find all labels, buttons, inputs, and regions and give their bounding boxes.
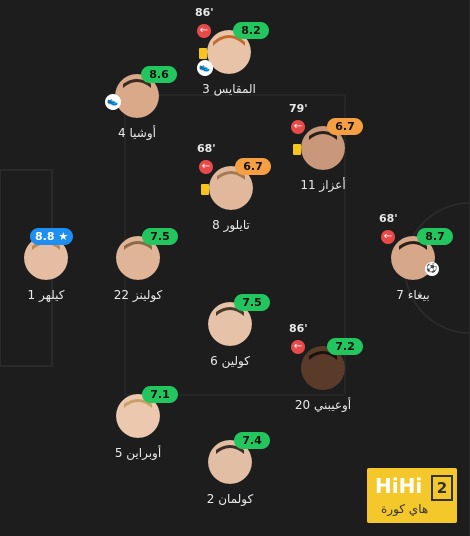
football-icon: ⚽ — [425, 262, 439, 276]
substitution-icon: ← — [197, 24, 211, 38]
player-card[interactable]: 86' ← 8.2 👟 المقايس 3 — [169, 6, 289, 96]
rating-badge: 6.7 — [235, 158, 271, 175]
player-name: كولين 6 — [210, 354, 250, 368]
player-card[interactable]: 7.1 أوبراين 5 — [78, 386, 198, 460]
avatar: 7.4 — [208, 432, 270, 484]
rating-badge: 7.2 — [327, 338, 363, 355]
player-card[interactable]: 79' ← 6.7 أعزاز 11 — [263, 102, 383, 192]
player-card[interactable]: 86' ← 7.2 أوعيبني 20 — [263, 322, 383, 412]
avatar: 86' ← 8.2 👟 — [195, 6, 269, 76]
substitution-time: 68' — [379, 212, 398, 225]
substitution-icon: ← — [381, 230, 395, 244]
rating-badge: 6.7 — [327, 118, 363, 135]
substitution-time: 86' — [289, 322, 308, 335]
substitution-time: 79' — [289, 102, 308, 115]
substitution-icon: ← — [291, 340, 305, 354]
player-name: المقايس 3 — [202, 82, 256, 96]
substitution-time: 68' — [197, 142, 216, 155]
player-name: أوبراين 5 — [114, 446, 162, 460]
player-card[interactable]: 7.5 كولين 6 — [170, 294, 290, 368]
rating-badge: 8.7 — [417, 228, 453, 245]
avatar: 8.6 👟 — [105, 66, 177, 118]
player-name: كولينز 22 — [113, 288, 163, 302]
avatar: 86' ← 7.2 — [289, 322, 363, 390]
boot-icon: 👟 — [105, 94, 121, 110]
substitution-icon: ← — [291, 120, 305, 134]
substitution-icon: ← — [199, 160, 213, 174]
rating-badge: 7.4 — [234, 432, 270, 449]
rating-badge: 7.5 — [234, 294, 270, 311]
rating-badge: 8.8 ★ — [30, 228, 74, 245]
player-name: أوشيا 4 — [118, 126, 156, 140]
logo-subtitle: هاي كورة — [381, 502, 429, 516]
rating-badge: 7.1 — [142, 386, 178, 403]
rating-badge: 8.2 — [233, 22, 269, 39]
watermark-logo: HiHi 2 هاي كورة — [367, 468, 457, 523]
player-card[interactable]: 68' ← 8.7 ⚽ بيغاء 7 — [353, 212, 470, 302]
player-name: بيغاء 7 — [396, 288, 430, 302]
avatar: 68' ← 8.7 ⚽ — [379, 212, 453, 280]
rating-badge: 8.6 — [141, 66, 177, 83]
player-name: تايلور 8 — [212, 218, 250, 232]
avatar: 79' ← 6.7 — [289, 102, 363, 170]
substitution-time: 86' — [195, 6, 214, 19]
boot-icon: 👟 — [197, 60, 213, 76]
avatar: 68' ← 6.7 — [197, 142, 271, 210]
player-card[interactable]: 8.6 👟 أوشيا 4 — [77, 66, 197, 140]
avatar: 8.8 ★ — [24, 228, 74, 280]
logo-brand: HiHi — [375, 474, 423, 498]
player-name: كيلهر 1 — [27, 288, 65, 302]
player-name: أعزاز 11 — [300, 178, 346, 192]
player-name: كولمان 2 — [206, 492, 254, 506]
player-name: أوعيبني 20 — [294, 398, 352, 412]
yellow-card-icon — [201, 184, 209, 195]
player-card[interactable]: 7.4 كولمان 2 — [170, 432, 290, 506]
avatar: 7.1 — [116, 386, 178, 438]
avatar: 7.5 — [116, 228, 178, 280]
yellow-card-icon — [199, 48, 207, 59]
player-card[interactable]: 7.5 كولينز 22 — [78, 228, 198, 302]
player-card[interactable]: 68' ← 6.7 تايلور 8 — [171, 142, 291, 232]
player-card[interactable]: 8.8 ★ كيلهر 1 — [0, 228, 106, 302]
avatar: 7.5 — [208, 294, 270, 346]
logo-number: 2 — [431, 475, 453, 501]
rating-badge: 7.5 — [142, 228, 178, 245]
yellow-card-icon — [293, 144, 301, 155]
